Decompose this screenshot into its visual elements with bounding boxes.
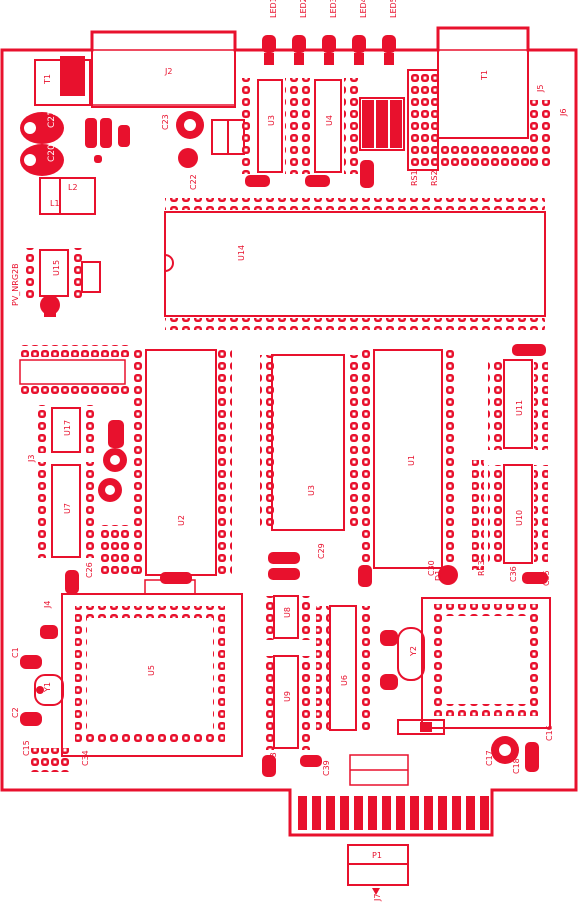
edge-connector [298, 796, 489, 830]
c22-label: C22 [189, 174, 198, 190]
c34-label: C34 [81, 750, 90, 766]
led2: LED2 [292, 0, 308, 65]
j2-outline [91, 31, 236, 108]
u5-plcc: U5 [61, 593, 243, 757]
c26-label: C26 [85, 562, 94, 578]
y2-crystal: Y2 [397, 627, 425, 681]
l2-label: L2 [68, 183, 78, 192]
u4-top-label: U4 [325, 115, 334, 126]
led3-label: LED3 [329, 0, 338, 18]
d1-diode [397, 719, 445, 735]
c17-label: C17 [485, 750, 494, 766]
t1-right-outline [437, 27, 529, 139]
u2-chip: U2 [130, 349, 232, 576]
l1-label: L1 [50, 199, 60, 208]
u15-chip: U15 [24, 248, 101, 317]
u4-top-chip: U4 [298, 78, 358, 174]
u1-label: U1 [407, 455, 416, 466]
u2-label: U2 [177, 515, 186, 526]
c39-label: C39 [322, 760, 331, 776]
side-text: PV_NRG2B [11, 263, 20, 306]
rs2-label: RS2 [430, 170, 439, 186]
u10-label: U10 [515, 510, 524, 526]
led-row: LED1 LED2 LED3 LED4 LED5 [262, 0, 398, 65]
u14-chip: U14 [164, 198, 546, 330]
led5-label: LED5 [389, 0, 398, 18]
cap-row-right [440, 145, 530, 170]
u5-label: U5 [147, 665, 156, 676]
c23-label: C23 [161, 114, 170, 130]
u10-chip: U10 [488, 464, 548, 565]
c35-label: C35 [542, 570, 551, 586]
rs1-label: RS1 [410, 170, 419, 186]
j5-label: J5 [536, 85, 545, 93]
u9-label: U9 [283, 691, 292, 702]
t1-left-label: T1 [43, 74, 52, 85]
u14-label: U14 [237, 245, 246, 261]
l1-l2-outline [39, 177, 96, 215]
y1-crystal: Y1 [34, 674, 64, 706]
c16-label: C16 [545, 725, 554, 741]
c20-label: C20 [47, 144, 57, 162]
c20-cap [20, 144, 64, 176]
resistor-bank-left [19, 345, 130, 397]
u7-label: U7 [63, 503, 72, 514]
c33-label: C33 [269, 752, 278, 768]
u8-chip: U8 [262, 595, 314, 640]
y2-label: Y2 [409, 646, 418, 657]
u6-chip: U6 [316, 605, 372, 732]
rs3-label: RS3 [477, 560, 486, 576]
c22-cap [178, 148, 198, 168]
small-caps-top-left [85, 118, 130, 163]
u3-top-chip: U3 [240, 78, 299, 174]
t1-right-label: T1 [480, 70, 489, 81]
u3-top-label: U3 [267, 115, 276, 126]
resistor-block [359, 97, 405, 151]
j7-label: J7 [373, 894, 382, 902]
c1-label: C1 [11, 647, 20, 658]
u17-label: U17 [63, 420, 72, 436]
c15-label: C15 [22, 740, 31, 756]
led4: LED4 [352, 0, 368, 65]
u11-label: U11 [515, 400, 524, 416]
c30-label: C30 [427, 560, 436, 576]
j2-label: J2 [164, 67, 172, 76]
rs-connector [408, 70, 438, 170]
u15-label: U15 [52, 260, 61, 276]
u11-chip: U11 [488, 359, 548, 450]
u9-chip: U9 [262, 655, 314, 750]
j4-label: J4 [43, 601, 52, 609]
led5: LED5 [382, 0, 398, 65]
u17-chip: U17 [36, 405, 96, 453]
j6-label: J6 [559, 109, 568, 117]
led1-label: LED1 [269, 0, 278, 18]
c36-label: C36 [509, 566, 518, 582]
c21-label: C21 [47, 110, 57, 128]
p1-label: P1 [372, 851, 382, 860]
led3: LED3 [322, 0, 338, 65]
led2-label: LED2 [299, 0, 308, 18]
u6-label: U6 [340, 675, 349, 686]
u8-label: U8 [283, 607, 292, 618]
u7-chip: U7 [36, 462, 96, 558]
c21-cap [20, 112, 64, 144]
c18-label: C18 [512, 758, 521, 774]
led4-label: LED4 [359, 0, 368, 18]
u3-chip: U3 [260, 354, 360, 531]
j3-label: J3 [27, 455, 36, 463]
u3-label: U3 [307, 485, 316, 496]
y1-label: Y1 [43, 682, 52, 693]
right-plcc [421, 597, 551, 729]
u1-chip: U1 [358, 349, 458, 570]
d1-label: D1 [434, 570, 443, 581]
c29-label: C29 [317, 543, 326, 559]
c2-label: C2 [11, 707, 20, 718]
led1: LED1 [262, 0, 278, 65]
